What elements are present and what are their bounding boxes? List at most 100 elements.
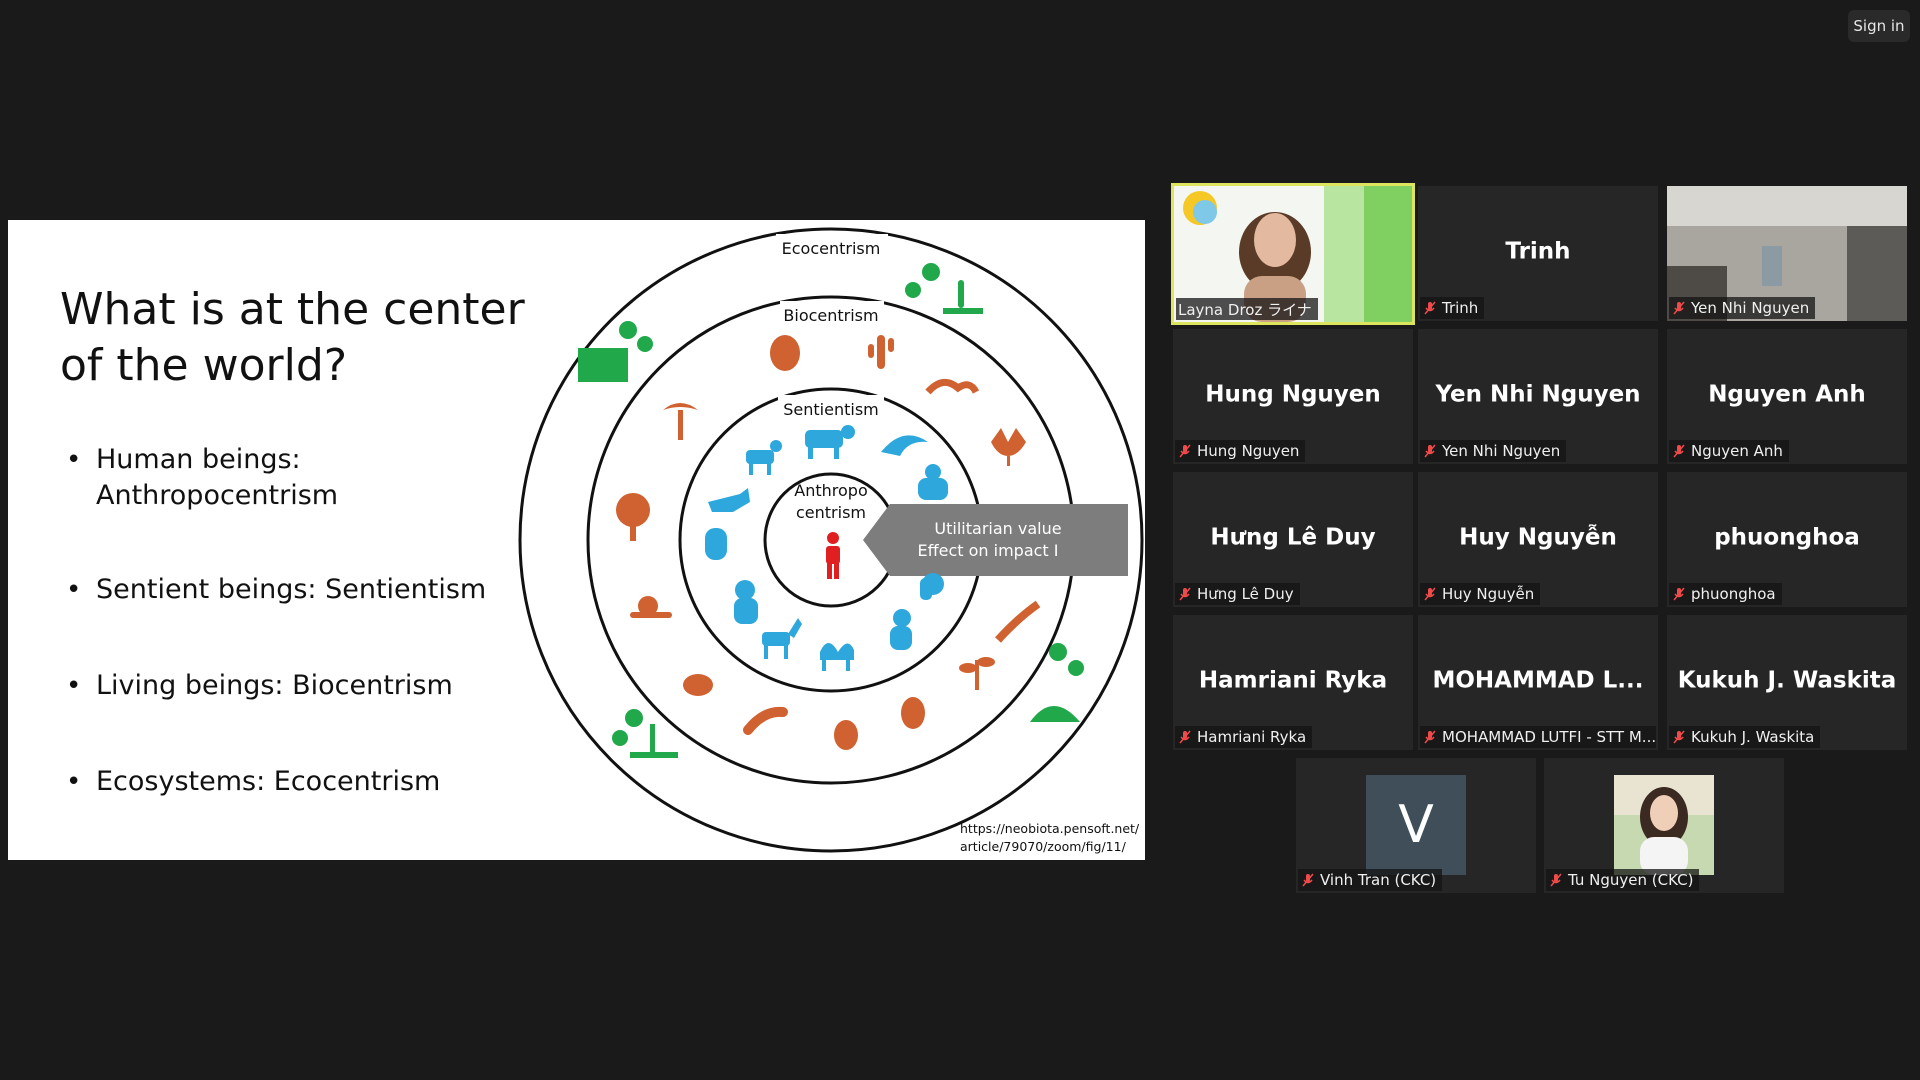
participant-display-name: Hung Nguyen (1205, 380, 1381, 407)
participant-display-name: Nguyen Anh (1708, 380, 1866, 407)
participant-tile[interactable]: Hamriani Ryka Hamriani Ryka (1173, 615, 1413, 750)
participant-name-label: Hamriani Ryka (1175, 726, 1313, 748)
camel-icon (820, 643, 854, 671)
bullet-item: Human beings: Anthropocentrism (58, 442, 528, 514)
participant-name-label: Nguyen Anh (1669, 440, 1789, 462)
participant-display-name: Kukuh J. Waskita (1677, 666, 1897, 693)
palm-tree-icon (663, 403, 698, 440)
gears-icon (619, 321, 653, 352)
gears-icon (905, 263, 940, 298)
participant-tile[interactable]: Trinh Trinh (1418, 186, 1658, 321)
sign-in-button[interactable]: Sign in (1848, 10, 1910, 42)
mic-muted-icon (1673, 730, 1685, 744)
gorilla-icon (918, 464, 948, 500)
koala-icon (734, 580, 758, 624)
participant-name-label: Trinh (1420, 297, 1485, 319)
participant-display-name: phuonghoa (1714, 523, 1860, 550)
participant-tile[interactable]: Kukuh J. Waskita Kukuh J. Waskita (1667, 615, 1907, 750)
participant-tile[interactable]: Yen Nhi Nguyen Yen Nhi Nguyen (1418, 329, 1658, 464)
ring-label-sentientism: Sentientism (783, 400, 878, 419)
mic-muted-icon (1179, 730, 1191, 744)
desert-ecosystem-icon (943, 280, 983, 314)
mic-muted-icon (1424, 587, 1436, 601)
arrow-label-line2: Effect on impact I (917, 541, 1058, 560)
bullet-item: Living beings: Biocentrism (58, 668, 453, 704)
ladybug-icon (770, 335, 800, 371)
fox-icon (708, 488, 750, 512)
ecocentrism-ring (518, 227, 1144, 853)
ring-label-ecocentrism: Ecocentrism (782, 239, 881, 258)
mic-muted-icon (1302, 873, 1314, 887)
mic-muted-icon (1550, 873, 1562, 887)
bee-icon (834, 720, 858, 750)
beetle-icon (901, 697, 925, 729)
participant-display-name: Yen Nhi Nguyen (1435, 380, 1641, 407)
participant-display-name: Hamriani Ryka (1198, 666, 1388, 693)
avatar (1614, 775, 1714, 875)
participant-tile[interactable]: Hung Nguyen Hung Nguyen (1173, 329, 1413, 464)
participant-display-name: Huy Nguyễn (1459, 523, 1617, 550)
participant-name-label: MOHAMMAD LUTFI - STT M... (1420, 726, 1656, 748)
squirrel-icon (920, 573, 944, 600)
participant-display-name: MOHAMMAD L... (1432, 666, 1644, 693)
centrism-diagram: Ecocentrism Biocentrism Sentientism Anth… (518, 227, 1144, 853)
lizard-icon (995, 600, 1041, 643)
snail-icon (630, 596, 672, 618)
hills-ecosystem-icon (1030, 706, 1080, 722)
mic-muted-icon (1673, 301, 1685, 315)
tree-icon (616, 493, 650, 541)
island-ecosystem-icon (630, 724, 678, 758)
cactus-icon (868, 335, 894, 369)
cow-icon (805, 425, 855, 459)
mic-muted-icon (1424, 730, 1436, 744)
worm-icon (925, 378, 980, 395)
mic-muted-icon (1673, 444, 1685, 458)
caterpillar-icon (743, 706, 788, 735)
dolphin-icon (881, 435, 928, 456)
participant-display-name: Trinh (1505, 237, 1571, 264)
mic-muted-icon (1424, 444, 1436, 458)
participant-tile[interactable]: Nguyen Anh Nguyen Anh (1667, 329, 1907, 464)
crab-icon (683, 674, 713, 696)
bullet-item: Sentient beings: Sentientism (58, 572, 486, 608)
participant-tile[interactable]: Huy Nguyễn Huy Nguyễn (1418, 472, 1658, 607)
avatar: V (1366, 775, 1466, 875)
human-figure-icon (826, 532, 840, 579)
owl-icon (705, 528, 727, 560)
mic-muted-icon (1179, 587, 1191, 601)
bullet-item: Ecosystems: Ecocentrism (58, 764, 440, 800)
participant-name-label: Hưng Lê Duy (1175, 583, 1300, 605)
goat-icon (746, 440, 782, 475)
participant-name-label: Vinh Tran (CKC) (1298, 869, 1443, 891)
participant-name-label: Layna Droz ライナ (1176, 298, 1318, 320)
participant-tile[interactable]: Yen Nhi Nguyen (1667, 186, 1907, 321)
participant-name-label: Yen Nhi Nguyen (1669, 297, 1816, 319)
participant-name-label: Hung Nguyen (1175, 440, 1306, 462)
center-label-line2: centrism (796, 503, 866, 522)
participant-tile[interactable]: V Vinh Tran (CKC) (1296, 758, 1536, 893)
ring-label-biocentrism: Biocentrism (783, 306, 878, 325)
center-label-line1: Anthropo (794, 481, 867, 500)
participant-tile[interactable]: Tu Nguyen (CKC) (1544, 758, 1784, 893)
savanna-ecosystem-icon (578, 348, 628, 382)
participant-name-label: Huy Nguyễn (1420, 583, 1541, 605)
source-link[interactable]: https://neobiota.pensoft.net/article/790… (960, 821, 1140, 854)
participant-name-label: Tu Nguyen (CKC) (1546, 869, 1700, 891)
utilitarian-value-arrow: Utilitarian value Effect on impact I (863, 504, 1128, 576)
participant-name-label: Kukuh J. Waskita (1669, 726, 1821, 748)
profile-photo (1614, 775, 1714, 875)
participant-name-label: phuonghoa (1669, 583, 1782, 605)
gears-icon (612, 709, 643, 746)
slide-title: What is at the center of the world? (60, 284, 525, 391)
participant-name-label: Yen Nhi Nguyen (1420, 440, 1567, 462)
participant-tile-active-speaker[interactable]: Layna Droz ライナ (1171, 183, 1415, 325)
monkey-icon (890, 609, 912, 650)
shared-slide: What is at the center of the world? Huma… (8, 220, 1145, 860)
participant-tile[interactable]: Hưng Lê Duy Hưng Lê Duy (1173, 472, 1413, 607)
seedling-icon (959, 657, 995, 690)
mic-muted-icon (1424, 301, 1436, 315)
participant-tile[interactable]: MOHAMMAD L... MOHAMMAD LUTFI - STT M... (1418, 615, 1658, 750)
participant-video (1667, 186, 1907, 321)
participant-tile[interactable]: phuonghoa phuonghoa (1667, 472, 1907, 607)
tulip-icon (991, 428, 1026, 466)
